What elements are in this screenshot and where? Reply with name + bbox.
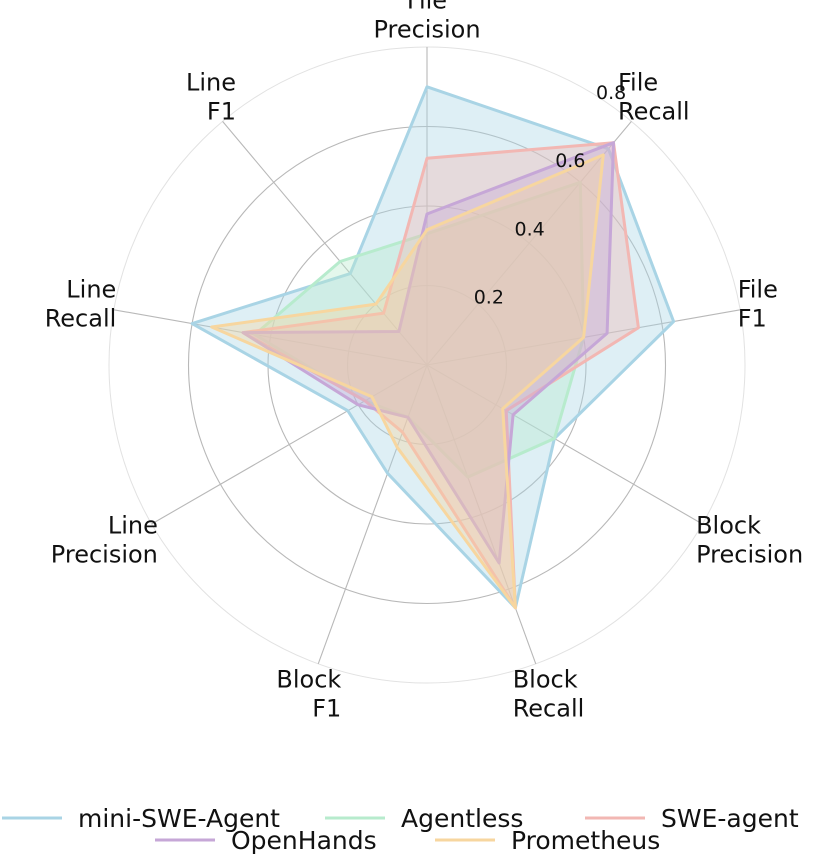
tick-label-0-2: 0.2 (474, 287, 504, 309)
chart-legend: mini-SWE-Agent Agentless SWE-agentOpenHand… (2, 804, 799, 855)
legend-label-prometheus: Prometheus (511, 826, 660, 855)
legend-label-agentless: Agentless (401, 804, 523, 833)
series-openhands (241, 141, 615, 565)
legend-label-swe-agent: SWE-agent (661, 804, 799, 833)
grid-spoke-3 (426, 364, 703, 525)
series-prometheus (210, 153, 605, 610)
series-swe-agent (241, 141, 640, 610)
grid-spoke-4 (426, 364, 537, 665)
radar-series (190, 85, 676, 610)
series-mini-swe-agent (190, 85, 676, 610)
series-agentless (253, 180, 586, 479)
grid-spoke-8 (222, 121, 428, 366)
tick-label-0-8: 0.8 (596, 82, 626, 104)
radar-grid (108, 46, 746, 684)
grid-spoke-7 (113, 309, 428, 366)
tick-label-0-6: 0.6 (555, 150, 585, 172)
legend-label-mini-swe-agent: mini-SWE-Agent (78, 804, 280, 833)
grid-spoke-6 (151, 364, 428, 525)
legend-label-openhands: OpenHands (231, 826, 377, 855)
tick-label-0-4: 0.4 (515, 219, 545, 241)
grid-spoke-5 (317, 364, 428, 665)
grid-spoke-1 (426, 121, 632, 366)
radar-tick-labels: 0.2 0.4 0.6 0.8 (474, 82, 627, 309)
